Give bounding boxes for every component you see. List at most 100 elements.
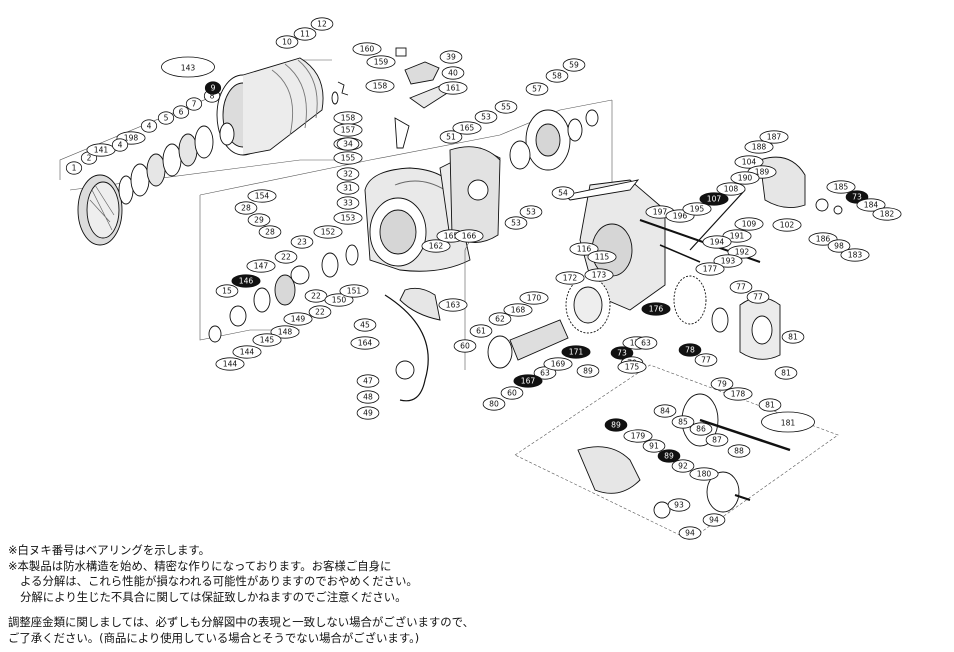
part-number: 185 <box>834 183 849 192</box>
part-label-93: 93 <box>667 498 691 512</box>
part-number: 73 <box>617 349 627 358</box>
part-number: 6 <box>179 108 184 117</box>
spool-clip <box>337 81 349 96</box>
part-label-10: 10 <box>275 35 299 49</box>
part-number: 12 <box>317 20 327 29</box>
part-number: 182 <box>880 210 895 219</box>
part-label-109: 109 <box>734 217 764 231</box>
part-number: 109 <box>742 220 757 229</box>
part-label-53c: 53 <box>504 216 528 230</box>
part-label-85: 85 <box>671 415 695 429</box>
part-number: 104 <box>742 158 757 167</box>
part-number: 147 <box>254 262 269 271</box>
part-number: 165 <box>444 232 459 241</box>
part-number: 143 <box>181 64 196 73</box>
part-label-49: 49 <box>356 406 380 420</box>
part-label-166: 166 <box>454 229 484 243</box>
part-number: 7 <box>192 100 197 109</box>
part-number: 98 <box>834 242 844 251</box>
part-number: 8 <box>210 92 215 101</box>
part-label-54: 54 <box>551 186 575 200</box>
part-label-1: 1 <box>65 161 83 175</box>
part-number: 193 <box>721 257 736 266</box>
part-number: 47 <box>363 377 373 386</box>
note-waterproof: ※本製品は防水構造を始め、精密な作りになっております。お客様ご自身に <box>8 558 392 573</box>
part-number: 5 <box>164 114 169 123</box>
part-number: 192 <box>735 248 750 257</box>
reel-body <box>564 179 666 311</box>
part-label-23: 23 <box>290 235 314 249</box>
part-number: 171 <box>569 348 584 357</box>
part-label-194: 194 <box>702 235 732 249</box>
part-label-73b: 73 <box>610 346 634 360</box>
part-number: 115 <box>595 253 610 262</box>
part-label-39: 39 <box>439 50 463 64</box>
part-number: 107 <box>707 195 722 204</box>
part-number: 22 <box>311 292 321 301</box>
note-acknowledge: ご了承ください。(商品により使用している場合とそうでない場合がございます。) <box>8 630 420 645</box>
part-label-158b: 158 <box>333 111 363 125</box>
part-label-141: 141 <box>86 143 116 157</box>
part-number: 178 <box>731 390 746 399</box>
part-label-160: 160 <box>352 42 382 56</box>
part-number: 190 <box>738 174 753 183</box>
part-label-159: 159 <box>366 55 396 69</box>
part-number: 45 <box>360 321 370 330</box>
rotor-group-bracket <box>199 99 613 196</box>
part-number: 141 <box>94 146 109 155</box>
part-number: 1 <box>72 164 77 173</box>
drag-washer-2 <box>130 163 150 197</box>
part-label-94b: 94 <box>678 526 702 540</box>
part-label-9: 9 <box>204 81 222 95</box>
part-label-61: 61 <box>469 324 493 338</box>
part-number: 152 <box>321 228 336 237</box>
part-label-158a: 158 <box>365 79 395 93</box>
part-label-84: 84 <box>653 404 677 418</box>
part-label-32: 32 <box>336 167 360 181</box>
part-number: 144 <box>223 360 238 369</box>
part-label-86: 86 <box>689 422 713 436</box>
note-bearing: ※白ヌキ番号はベアリングを示します。 <box>8 543 211 557</box>
part-label-155: 155 <box>333 151 363 165</box>
part-number: 32 <box>343 170 353 179</box>
part-number: 4 <box>147 122 152 131</box>
part-label-78: 78 <box>678 343 702 357</box>
part-number: 172 <box>563 274 578 283</box>
part-number: 61 <box>476 327 486 336</box>
part-label-31: 31 <box>336 181 360 195</box>
part-label-81b: 81 <box>774 366 798 380</box>
part-label-164: 164 <box>350 336 380 350</box>
part-number: 196 <box>673 212 688 221</box>
part-number: 91 <box>649 442 659 451</box>
part-label-195: 195 <box>682 202 712 216</box>
stopper-shaft <box>689 189 746 251</box>
part-number: 175 <box>625 363 640 372</box>
rotor-shim <box>253 287 271 313</box>
part-label-77c: 77 <box>694 353 718 367</box>
pinion-gear-bearing <box>509 109 599 171</box>
part-number: 187 <box>767 133 782 142</box>
part-number: 49 <box>363 409 373 418</box>
part-label-92: 92 <box>671 459 695 473</box>
part-label-170: 170 <box>519 291 549 305</box>
part-number: 181 <box>781 419 796 428</box>
part-label-63b: 63 <box>634 336 658 350</box>
part-number: 63 <box>540 369 550 378</box>
part-label-80: 80 <box>482 397 506 411</box>
drag-washer-3 <box>146 153 166 187</box>
part-number: 157 <box>341 126 356 135</box>
part-number: 84 <box>660 407 670 416</box>
handle-group-bracket <box>514 364 839 540</box>
part-label-185: 185 <box>826 180 856 194</box>
part-number: 144 <box>240 348 255 357</box>
part-number: 79 <box>717 380 727 389</box>
part-number: 39 <box>446 53 456 62</box>
part-label-28b: 28 <box>258 225 282 239</box>
part-number: 77 <box>701 356 711 365</box>
part-number: 197 <box>653 208 668 217</box>
part-label-107: 107 <box>699 192 729 206</box>
part-label-144b: 144 <box>215 357 245 371</box>
part-label-88: 88 <box>727 444 751 458</box>
part-number: 54 <box>558 189 568 198</box>
part-label-175: 175 <box>617 360 647 374</box>
